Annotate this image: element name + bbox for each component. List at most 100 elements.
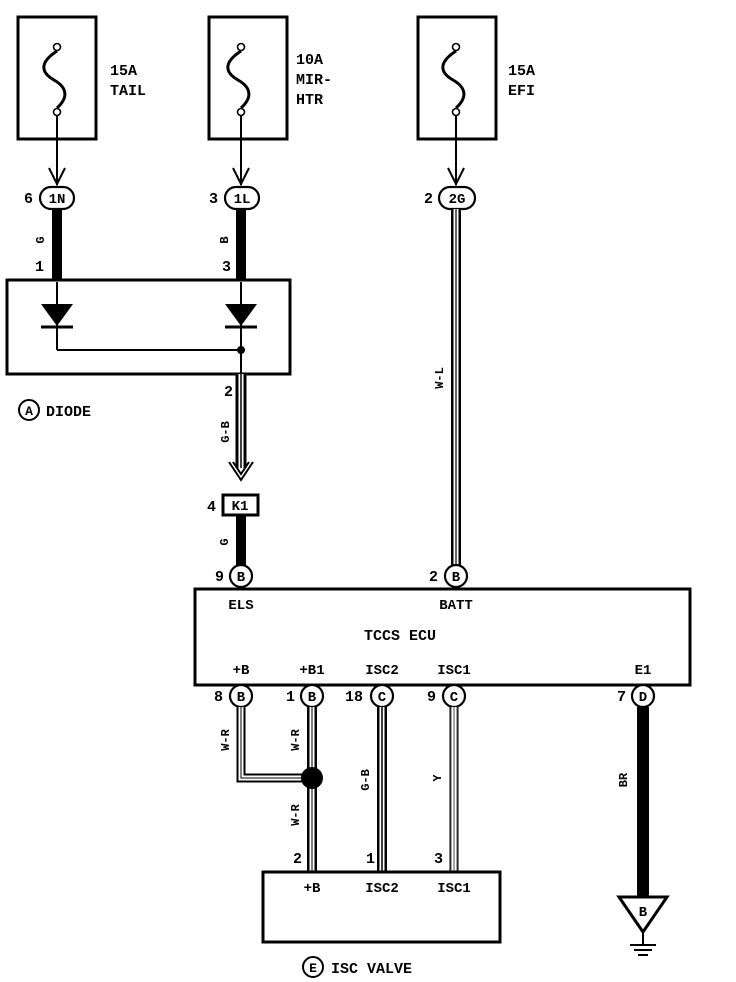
diode-badge: A	[25, 404, 33, 419]
wire-k1-out-color: G	[218, 538, 232, 545]
diode-junction-dot	[237, 346, 245, 354]
junction-1n-pin: 6	[24, 191, 33, 208]
wire-isc1-color: Y	[431, 774, 445, 782]
fuse-tail-rating: 15A	[110, 63, 137, 80]
diode-pin-out: 2	[224, 384, 233, 401]
junction-2g-code: 2G	[449, 192, 466, 208]
ecu-els-connector	[228, 563, 254, 589]
fuse-tail: 15A TAIL	[16, 15, 146, 141]
ecu-terminal-els: B 9	[215, 563, 254, 589]
junction-1n: 1N 6	[24, 185, 76, 211]
wire-e1-color: BR	[617, 772, 631, 787]
ground-code: B	[639, 905, 648, 921]
fuse-mir-htr-name-line2: HTR	[296, 92, 323, 109]
ecu-isc1-pin: 9	[427, 689, 436, 706]
ecu-batt-conn: B	[452, 570, 461, 586]
isc-valve-pin-plus-b: 2	[293, 851, 302, 868]
k1-code: K1	[232, 499, 249, 515]
wire-isc-splice-color: W-R	[289, 803, 303, 825]
junction-1l: 1L 3	[209, 185, 261, 211]
ecu-plus-b-conn: B	[237, 690, 246, 706]
ground-symbol: B	[616, 895, 670, 956]
ecu-title: TCCS ECU	[364, 628, 436, 645]
diode-mir-symbol	[225, 304, 257, 326]
ecu-isc1-name: ISC1	[437, 663, 471, 679]
ecu-plus-b1-conn: B	[308, 690, 317, 706]
diode-tail-symbol	[41, 304, 73, 326]
diode-legend: A DIODE	[18, 399, 91, 421]
ecu-batt-name: BATT	[439, 598, 473, 614]
isc-valve-badge-circle	[302, 956, 324, 978]
ecu-terminal-plus-b: B 8	[214, 683, 254, 709]
fuse-mir-htr-element	[226, 49, 251, 110]
fuse-tail-terminal-top	[52, 42, 62, 52]
fuse-mir-htr-name-line1: MIR-	[296, 72, 332, 89]
fuse-mir-htr-box	[207, 15, 289, 141]
fuse-efi-name: EFI	[508, 83, 535, 100]
isc-valve-box	[261, 870, 502, 944]
wire-isc1	[449, 707, 459, 872]
ecu-els-conn: B	[237, 570, 246, 586]
isc-valve-legend: E ISC VALVE	[302, 956, 412, 978]
ecu-terminal-isc1: C 9	[427, 683, 467, 709]
isc-valve-isc2-name: ISC2	[365, 881, 399, 897]
ecu-isc2-pin: 18	[345, 689, 363, 706]
fuse-efi-element	[441, 49, 466, 110]
wire-efi-feed-color: W-L	[433, 367, 447, 389]
diode-pin-in-tail: 1	[35, 259, 44, 276]
isc-valve: +B ISC2 ISC1	[261, 870, 502, 944]
splice-point	[301, 767, 323, 789]
ecu-terminal-isc2: C 18	[345, 683, 395, 709]
fuse-tail-element	[42, 49, 67, 110]
ecu-e1-pin: 7	[617, 689, 626, 706]
diode-pin-in-mir: 3	[222, 259, 231, 276]
ecu-terminal-e1: D 7	[617, 683, 656, 709]
fuse-efi: 15A EFI	[416, 15, 535, 141]
ecu-batt-connector	[443, 563, 469, 589]
ground-triangle	[616, 895, 670, 935]
wire-isc2-color: G-B	[359, 769, 373, 791]
wire-diode-out-color: G-B	[219, 421, 233, 443]
ecu-isc1-conn: C	[450, 690, 459, 706]
junction-2g: 2G 2	[424, 185, 477, 211]
ecu-e1-conn: D	[639, 690, 647, 706]
ecu-plus-b-name: +B	[233, 663, 250, 679]
fuse-efi-rating: 15A	[508, 63, 535, 80]
junction-1n-code: 1N	[49, 192, 66, 208]
isc-valve-label: ISC VALVE	[331, 961, 412, 978]
ecu-plus-b1-name: +B1	[299, 663, 324, 679]
wire-plus-b1-color: W-R	[289, 728, 303, 750]
fuse-efi-terminal-top	[451, 42, 461, 52]
wire-tail-feed-color: G	[34, 236, 48, 243]
ecu-terminal-plus-b1: B 1	[286, 683, 325, 709]
fuse-tail-name: TAIL	[110, 83, 146, 100]
k1-pin: 4	[207, 499, 216, 516]
fuse-mir-htr-rating: 10A	[296, 52, 323, 69]
tccs-ecu: ELS BATT TCCS ECU +B +B1 ISC2 ISC1 E1	[193, 587, 692, 687]
diode-unit	[5, 278, 292, 376]
isc-valve-pin-isc1: 3	[434, 851, 443, 868]
ecu-els-pin: 9	[215, 569, 224, 586]
ecu-plus-b1-pin: 1	[286, 689, 295, 706]
isc-valve-pin-isc2: 1	[366, 851, 375, 868]
ecu-batt-pin: 2	[429, 569, 438, 586]
ecu-els-name: ELS	[228, 598, 253, 614]
fuse-mir-htr-terminal-top	[236, 42, 246, 52]
wire-plus-b-color: W-R	[219, 728, 233, 750]
ecu-box	[193, 587, 692, 687]
wire-mir-htr-feed-color: B	[218, 236, 232, 243]
isc-valve-isc1-name: ISC1	[437, 881, 471, 897]
ecu-isc2-conn: C	[378, 690, 387, 706]
fuse-leads	[48, 115, 465, 187]
ecu-terminal-batt: B 2	[429, 563, 469, 589]
isc-valve-badge: E	[309, 961, 317, 976]
fuse-mir-htr: 10A MIR- HTR	[207, 15, 332, 141]
ecu-e1-name: E1	[635, 663, 652, 679]
wire-plus-b	[236, 707, 312, 783]
junction-1l-code: 1L	[234, 192, 251, 208]
diode-badge-circle	[18, 399, 40, 421]
wire-diode-out	[228, 374, 254, 482]
junction-2g-pin: 2	[424, 191, 433, 208]
junction-1l-pin: 3	[209, 191, 218, 208]
